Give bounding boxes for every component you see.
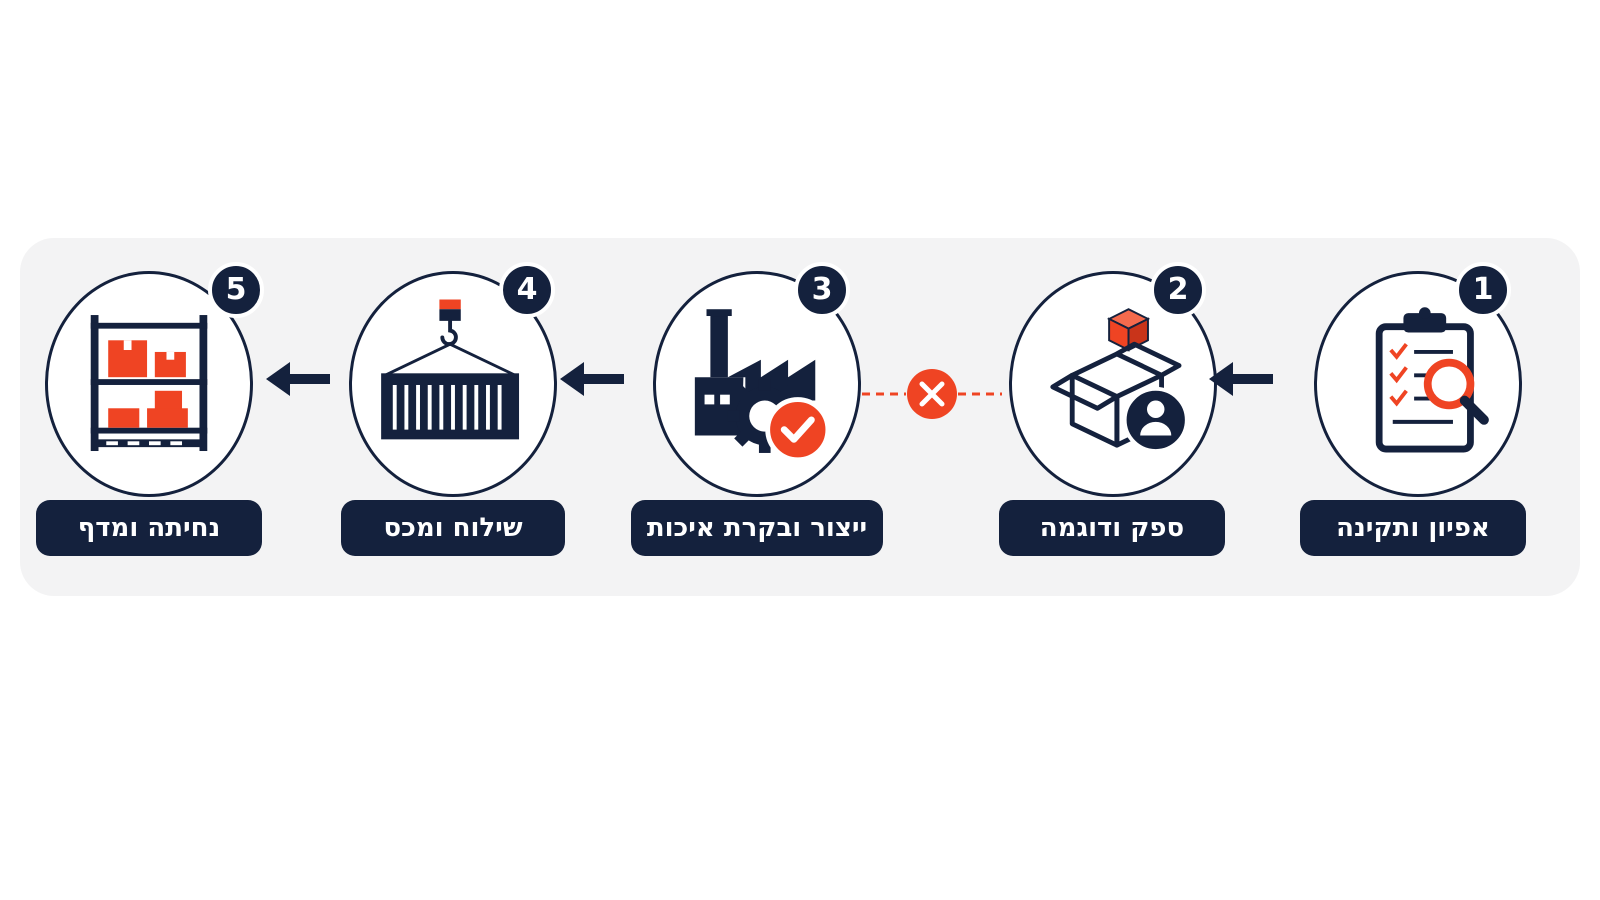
step-2-number-badge: 2 xyxy=(1150,262,1206,318)
crane-container-icon xyxy=(381,299,520,440)
clipboard-checklist-magnifier-icon xyxy=(1375,307,1489,453)
step-5-number-badge: 5 xyxy=(208,262,264,318)
step-4-label: שילוח ומכס xyxy=(341,500,565,556)
step-1-number-badge: 1 xyxy=(1455,262,1511,318)
arrow-left-icon xyxy=(266,362,330,396)
step-4-number-badge: 4 xyxy=(499,262,555,318)
step-2-label: ספק ודוגמה xyxy=(999,500,1225,556)
arrow-left-icon xyxy=(1209,362,1273,396)
x-mark-icon xyxy=(862,369,1002,419)
warehouse-shelf-icon xyxy=(90,315,208,452)
step-5-label: נחיתה ומדף xyxy=(36,500,262,556)
step-3-number-badge: 3 xyxy=(794,262,850,318)
step-4-circle xyxy=(349,271,557,497)
step-1-label: אפיון ותקינה xyxy=(1300,500,1526,556)
factory-gear-check-icon xyxy=(694,309,831,463)
box-with-supplier-icon xyxy=(1050,308,1189,453)
blocked-connector xyxy=(862,366,1002,422)
arrow-left-icon xyxy=(560,362,624,396)
step-3-label: ייצור ובקרת איכות xyxy=(631,500,883,556)
step-3-circle xyxy=(653,271,861,497)
